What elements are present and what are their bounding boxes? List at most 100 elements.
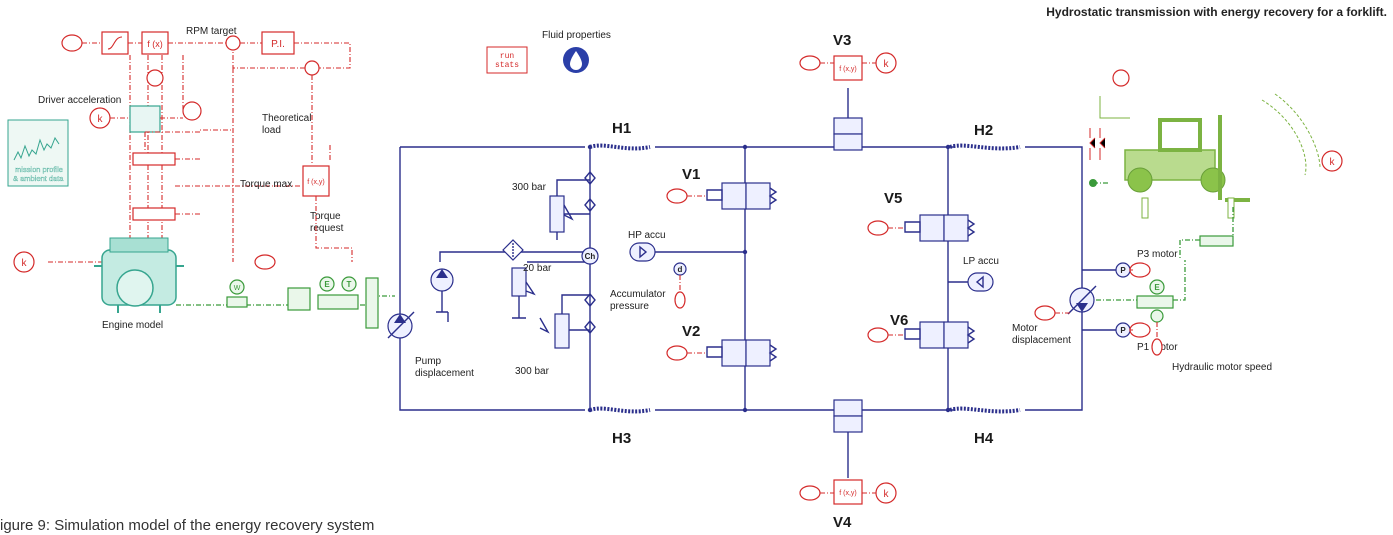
k-const-v4: k bbox=[884, 489, 890, 500]
hp-accumulator bbox=[629, 242, 656, 262]
relief-300-bottom-label: 300 bar bbox=[515, 366, 550, 377]
k-const-forklift: k bbox=[1330, 157, 1336, 168]
pi-text: P.I. bbox=[271, 39, 285, 50]
engine-icon bbox=[94, 237, 184, 313]
load-springs-icon bbox=[1089, 128, 1106, 160]
pressure-sensor-p3: P bbox=[1082, 262, 1131, 278]
hydraulic-motor-speed-label: Hydraulic motor speed bbox=[1172, 362, 1272, 373]
slope-icon bbox=[1099, 96, 1130, 119]
k-const-v3: k bbox=[884, 59, 890, 70]
mission-profile-label: mission profile& ambient data bbox=[13, 165, 64, 183]
valve-v1-label: V1 bbox=[682, 166, 700, 183]
v4-fxy-text: f (x,y) bbox=[839, 490, 857, 497]
relief-300-top-label: 300 bar bbox=[512, 182, 547, 193]
charge-pump bbox=[430, 268, 454, 322]
filter bbox=[502, 239, 524, 261]
relief-valve-300-bottom bbox=[539, 294, 590, 349]
relief-valve-20 bbox=[511, 267, 536, 319]
pressure-sensor-p1: P bbox=[1082, 322, 1131, 338]
hose-h3 bbox=[589, 406, 651, 414]
valve-v6[interactable] bbox=[904, 321, 976, 349]
charge-node-label: Ch bbox=[585, 252, 596, 261]
p1-letter: P bbox=[1120, 326, 1126, 335]
hose-h2-label: H2 bbox=[974, 122, 993, 139]
torque-max-fxy-text: f (x,y) bbox=[307, 179, 325, 186]
valve-v5-label: V5 bbox=[884, 190, 902, 207]
speed-sensor-w: W bbox=[226, 279, 248, 308]
diagram-title: Hydrostatic transmission with energy rec… bbox=[1046, 5, 1387, 19]
main-loop-line bbox=[399, 146, 1083, 411]
wheel-load-block bbox=[1199, 235, 1234, 247]
pressure-sensor-letter: d bbox=[678, 265, 683, 274]
fx-text: f (x) bbox=[147, 39, 163, 49]
k-const-engine: k bbox=[22, 258, 28, 269]
limiter-block bbox=[101, 31, 129, 55]
fluid-properties-label: Fluid properties bbox=[542, 30, 611, 41]
ecu-block bbox=[129, 105, 161, 133]
motor-e-letter: E bbox=[1154, 283, 1160, 292]
charge-line bbox=[439, 251, 590, 262]
valve-v2[interactable] bbox=[706, 339, 778, 367]
v3-fxy-text: f (x,y) bbox=[839, 66, 857, 73]
summing-junction-1 bbox=[225, 35, 241, 51]
hose-h2 bbox=[949, 143, 1021, 151]
t-letter: T bbox=[347, 280, 352, 289]
data-source-icon bbox=[61, 34, 83, 52]
mission-profile-graph bbox=[13, 136, 60, 161]
forklift-icon bbox=[1124, 115, 1250, 219]
valve-v4[interactable]: f (x,y) bbox=[833, 399, 863, 505]
hose-h1-label: H1 bbox=[612, 120, 631, 137]
hydraulic-circuit: H1 H2 H3 H4 Ch 300 bar 20 bar bbox=[387, 32, 1178, 531]
run-stats-button[interactable] bbox=[486, 46, 528, 74]
driver-acceleration-label: Driver acceleration bbox=[38, 95, 121, 106]
p3-motor-label: P3 motor bbox=[1137, 249, 1178, 260]
hydraulic-motor bbox=[1067, 285, 1097, 315]
k-const-driver: k bbox=[98, 114, 104, 125]
valve-v2-label: V2 bbox=[682, 323, 700, 340]
valve-v3[interactable]: f (x,y) bbox=[833, 55, 863, 151]
relief-20-label: 20 bar bbox=[523, 263, 552, 274]
valve-v5[interactable] bbox=[904, 214, 976, 242]
hose-h4-label: H4 bbox=[974, 430, 994, 447]
hose-h4 bbox=[949, 406, 1021, 414]
hose-h1 bbox=[589, 143, 651, 151]
lp-accumulator bbox=[967, 272, 994, 292]
valve-v6-label: V6 bbox=[890, 312, 908, 329]
control-section: f (x) P.I. RPM target Driver acceleratio… bbox=[7, 26, 611, 263]
w-letter: W bbox=[234, 285, 241, 292]
motor-shaft-line bbox=[1096, 260, 1186, 301]
main-pump bbox=[387, 311, 415, 339]
torque-max-label: Torque max bbox=[240, 179, 292, 190]
transmission-box: E T bbox=[287, 276, 379, 329]
engine-model-label: Engine model bbox=[102, 320, 163, 331]
lp-accu-label: LP accu bbox=[963, 256, 999, 267]
accumulator-pressure-sensor: d bbox=[673, 262, 687, 309]
wind-icon bbox=[1261, 93, 1321, 176]
relief-valve-300-top bbox=[549, 179, 590, 240]
hose-h3-label: H3 bbox=[612, 430, 631, 447]
forklift-gauge-icon bbox=[1112, 69, 1130, 87]
mux-block-1 bbox=[132, 152, 176, 166]
torque-max-block bbox=[302, 165, 330, 197]
valve-v4-label: V4 bbox=[833, 514, 852, 531]
forklift-mech-link bbox=[1093, 182, 1234, 260]
forklift-section: E Hydraulic motor speed bbox=[1089, 69, 1321, 373]
mux-block-2 bbox=[132, 207, 176, 221]
driver-gauge-icon bbox=[146, 69, 164, 87]
hp-accu-label: HP accu bbox=[628, 230, 666, 241]
motor-shaft-sensors: E bbox=[1136, 279, 1174, 356]
e-letter: E bbox=[324, 280, 330, 289]
engine-section: Engine model W E T bbox=[94, 237, 395, 331]
figure-caption: igure 9: Simulation model of the energy … bbox=[0, 517, 374, 534]
check-valves bbox=[584, 170, 596, 335]
charge-node bbox=[581, 247, 599, 265]
valve-v1[interactable] bbox=[706, 182, 778, 210]
rpm-target-label: RPM target bbox=[186, 26, 237, 37]
mechanical-shaft bbox=[176, 295, 395, 306]
